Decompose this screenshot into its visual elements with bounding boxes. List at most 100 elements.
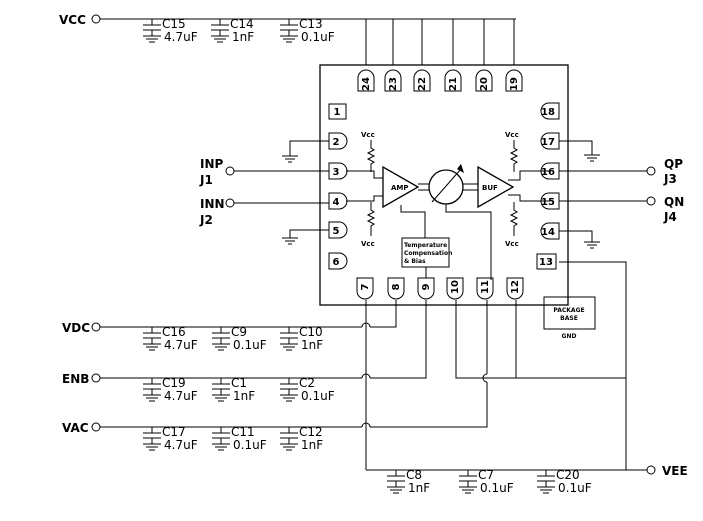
capacitor-value: 1nF [408, 481, 430, 495]
capacitor-value: 0.1uF [301, 389, 335, 403]
svg-text:Temperature: Temperature [404, 242, 447, 249]
chip-grounds [282, 140, 600, 249]
vee-net: VEE [365, 261, 688, 478]
svg-text:J3: J3 [663, 172, 677, 186]
svg-text:15: 15 [541, 197, 555, 208]
bottom-pins: 7 8 9 10 11 12 [356, 277, 524, 300]
capacitor-ref: C8 [406, 468, 422, 482]
pin-6: 6 [328, 252, 348, 270]
svg-text:VDC: VDC [62, 321, 90, 335]
capacitors: C154.7uFC141nFC130.1uFC164.7uFC90.1uFC10… [143, 17, 592, 495]
pin-4: 4 [328, 192, 348, 210]
capacitor-value: 1nF [233, 389, 255, 403]
pin-11: 11 [476, 277, 494, 300]
pin-13: 13 [536, 253, 557, 270]
svg-text:J2: J2 [199, 213, 213, 227]
capacitor-value: 1nF [301, 338, 323, 352]
pin-21: 21 [444, 69, 462, 92]
capacitor-value: 0.1uF [233, 338, 267, 352]
pin-17: 17 [540, 132, 560, 150]
ic-body [319, 64, 569, 306]
pin-2: 2 [328, 132, 348, 150]
capacitor-ref: C1 [231, 376, 247, 390]
pin-8: 8 [387, 277, 405, 300]
svg-text:J4: J4 [663, 210, 677, 224]
svg-text:VEE: VEE [662, 464, 688, 478]
svg-text:23: 23 [388, 77, 399, 91]
svg-text:QN: QN [664, 195, 684, 209]
pin-20: 20 [475, 69, 493, 92]
right-pins: 18 17 16 15 14 13 [536, 102, 560, 270]
capacitor-c7: C70.1uF [459, 468, 514, 495]
svg-text:16: 16 [541, 167, 555, 178]
svg-text:14: 14 [541, 227, 555, 238]
svg-text:QP: QP [664, 157, 683, 171]
pin-19: 19 [505, 69, 523, 92]
capacitor-ref: C12 [299, 425, 323, 439]
capacitor-value: 1nF [301, 438, 323, 452]
bias-lines: VDC ENB VAC [62, 300, 488, 435]
svg-text:3: 3 [333, 167, 340, 178]
capacitor-value: 4.7uF [164, 338, 198, 352]
pin-10: 10 [446, 277, 464, 300]
svg-text:5: 5 [333, 226, 340, 237]
svg-text:AMP: AMP [391, 184, 409, 192]
svg-text:6: 6 [333, 257, 340, 268]
svg-text:11: 11 [480, 280, 491, 294]
capacitor-value: 4.7uF [164, 389, 198, 403]
svg-text:4: 4 [333, 197, 340, 208]
svg-text:17: 17 [541, 137, 555, 148]
pin-16: 16 [540, 162, 560, 180]
svg-text:INP: INP [200, 157, 224, 171]
svg-text:12: 12 [510, 280, 521, 294]
capacitor-value: 4.7uF [164, 30, 198, 44]
svg-text:13: 13 [539, 257, 553, 268]
svg-text:BUF: BUF [482, 184, 498, 192]
svg-text:INN: INN [200, 197, 225, 211]
svg-text:10: 10 [450, 280, 461, 294]
pin-5: 5 [328, 221, 348, 239]
capacitor-ref: C20 [556, 468, 580, 482]
svg-text:J1: J1 [199, 173, 213, 187]
svg-text:Vcc: Vcc [505, 240, 519, 248]
svg-text:VCC: VCC [59, 13, 86, 27]
svg-text:24: 24 [361, 77, 372, 91]
svg-text:21: 21 [448, 77, 459, 91]
buf-triangle [477, 165, 515, 209]
svg-text:Vcc: Vcc [505, 131, 519, 139]
pin-18: 18 [540, 102, 560, 120]
vcc-net: VCC [59, 13, 516, 65]
svg-text:9: 9 [421, 283, 432, 290]
pin-24: 24 [357, 69, 375, 92]
svg-text:BASE: BASE [560, 315, 578, 322]
capacitor-value: 1nF [232, 30, 254, 44]
pin-14: 14 [540, 222, 560, 240]
svg-text:ENB: ENB [62, 372, 89, 386]
left-pins: 1 2 3 4 5 6 [328, 103, 348, 270]
pin-1: 1 [328, 103, 347, 120]
svg-text:20: 20 [479, 77, 490, 91]
capacitor-ref: C11 [231, 425, 255, 439]
svg-text:& Bias: & Bias [404, 258, 426, 265]
svg-text:Compensation: Compensation [404, 250, 452, 257]
svg-text:GND: GND [562, 333, 577, 340]
capacitor-ref: C17 [162, 425, 186, 439]
svg-text:22: 22 [417, 77, 428, 91]
capacitor-ref: C14 [230, 17, 254, 31]
capacitor-c2: C20.1uF [280, 376, 335, 403]
capacitor-ref: C9 [231, 325, 247, 339]
svg-text:PACKAGE: PACKAGE [553, 307, 584, 314]
svg-text:2: 2 [333, 137, 340, 148]
pin-12: 12 [506, 277, 524, 300]
